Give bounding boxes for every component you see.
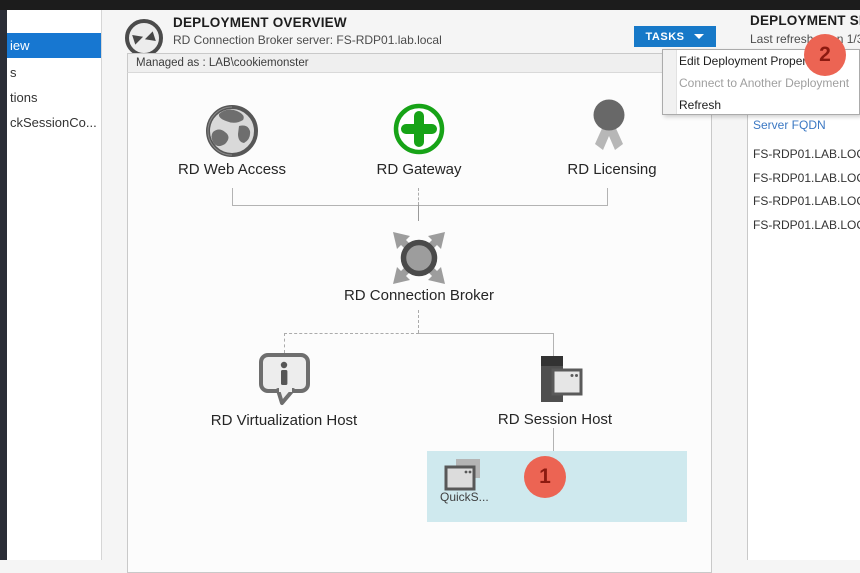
sidebar-item-overview[interactable]: iew <box>7 33 101 58</box>
connector-top-bracket <box>232 205 608 206</box>
server-row[interactable]: FS-RDP01.LAB.LOCAL <box>753 171 860 185</box>
connector-gateway-dotted <box>418 188 419 205</box>
tasks-button-label: TASKS <box>645 30 685 43</box>
virtualization-host-bubble-icon[interactable] <box>256 350 314 408</box>
server-list: Server FQDN FS-RDP01.LAB.LOCAL FS-RDP01.… <box>747 113 860 560</box>
menu-icon-gutter <box>663 50 677 114</box>
chevron-down-icon <box>694 34 705 39</box>
sidebar-divider <box>101 10 102 560</box>
connector-right-solid <box>419 333 553 334</box>
node-label-session-host[interactable]: RD Session Host <box>497 411 613 428</box>
collection-windows-icon[interactable] <box>443 457 483 493</box>
servers-panel-title: DEPLOYMENT SERVERS <box>750 13 860 28</box>
node-label-web-access[interactable]: RD Web Access <box>177 161 287 178</box>
node-label-connection-broker[interactable]: RD Connection Broker <box>343 287 495 304</box>
node-label-gateway[interactable]: RD Gateway <box>376 161 462 178</box>
sidebar-item-servers[interactable]: s <box>10 65 17 80</box>
connection-broker-icon[interactable] <box>389 228 449 288</box>
menu-item-connect-another-deployment: Connect to Another Deployment <box>679 76 850 90</box>
connector-sessionhost <box>553 333 554 356</box>
connector-to-broker <box>418 205 419 221</box>
left-nav-strip <box>0 10 7 560</box>
node-label-virtualization-host[interactable]: RD Virtualization Host <box>210 412 358 429</box>
gateway-plus-icon[interactable] <box>392 102 446 156</box>
sidebar <box>7 10 101 560</box>
annotation-badge-1: 1 <box>524 456 566 498</box>
connector-to-collection <box>553 428 554 451</box>
tasks-button[interactable]: TASKS <box>634 26 716 47</box>
connector-licensing <box>607 188 608 205</box>
annotation-badge-2: 2 <box>804 34 846 76</box>
connector-vhost-dotted <box>284 333 285 353</box>
connector-broker-down-dotted <box>418 310 419 333</box>
servers-panel-refresh-status: Last refreshed on 1/3 <box>750 32 860 46</box>
managed-as-bar: Managed as : LAB\cookiemonster <box>127 53 712 73</box>
collection-label[interactable]: QuickS... <box>440 490 489 504</box>
overview-title: DEPLOYMENT OVERVIEW <box>173 15 347 30</box>
sidebar-item-quicksessioncollection[interactable]: ckSessionCo... <box>10 115 97 130</box>
menu-item-edit-deployment-properties[interactable]: Edit Deployment Properties <box>679 54 826 68</box>
menu-item-refresh[interactable]: Refresh <box>679 98 722 112</box>
window-top-bar <box>0 0 860 10</box>
overview-subtitle: RD Connection Broker server: FS-RDP01.la… <box>173 33 442 47</box>
server-row[interactable]: FS-RDP01.LAB.LOCAL <box>753 194 860 208</box>
sidebar-item-collections[interactable]: tions <box>10 90 38 105</box>
column-header-server-fqdn[interactable]: Server FQDN <box>753 118 826 132</box>
server-row[interactable]: FS-RDP01.LAB.LOCAL <box>753 218 860 232</box>
session-host-server-icon[interactable] <box>525 354 583 410</box>
server-row[interactable]: FS-RDP01.LAB.LOCAL <box>753 147 860 161</box>
connector-webaccess <box>232 188 233 205</box>
connector-left-dotted <box>284 333 419 334</box>
licensing-medal-icon[interactable] <box>587 98 631 158</box>
rds-logo-icon <box>125 19 163 57</box>
node-label-licensing[interactable]: RD Licensing <box>567 161 657 178</box>
globe-icon[interactable] <box>205 104 259 158</box>
